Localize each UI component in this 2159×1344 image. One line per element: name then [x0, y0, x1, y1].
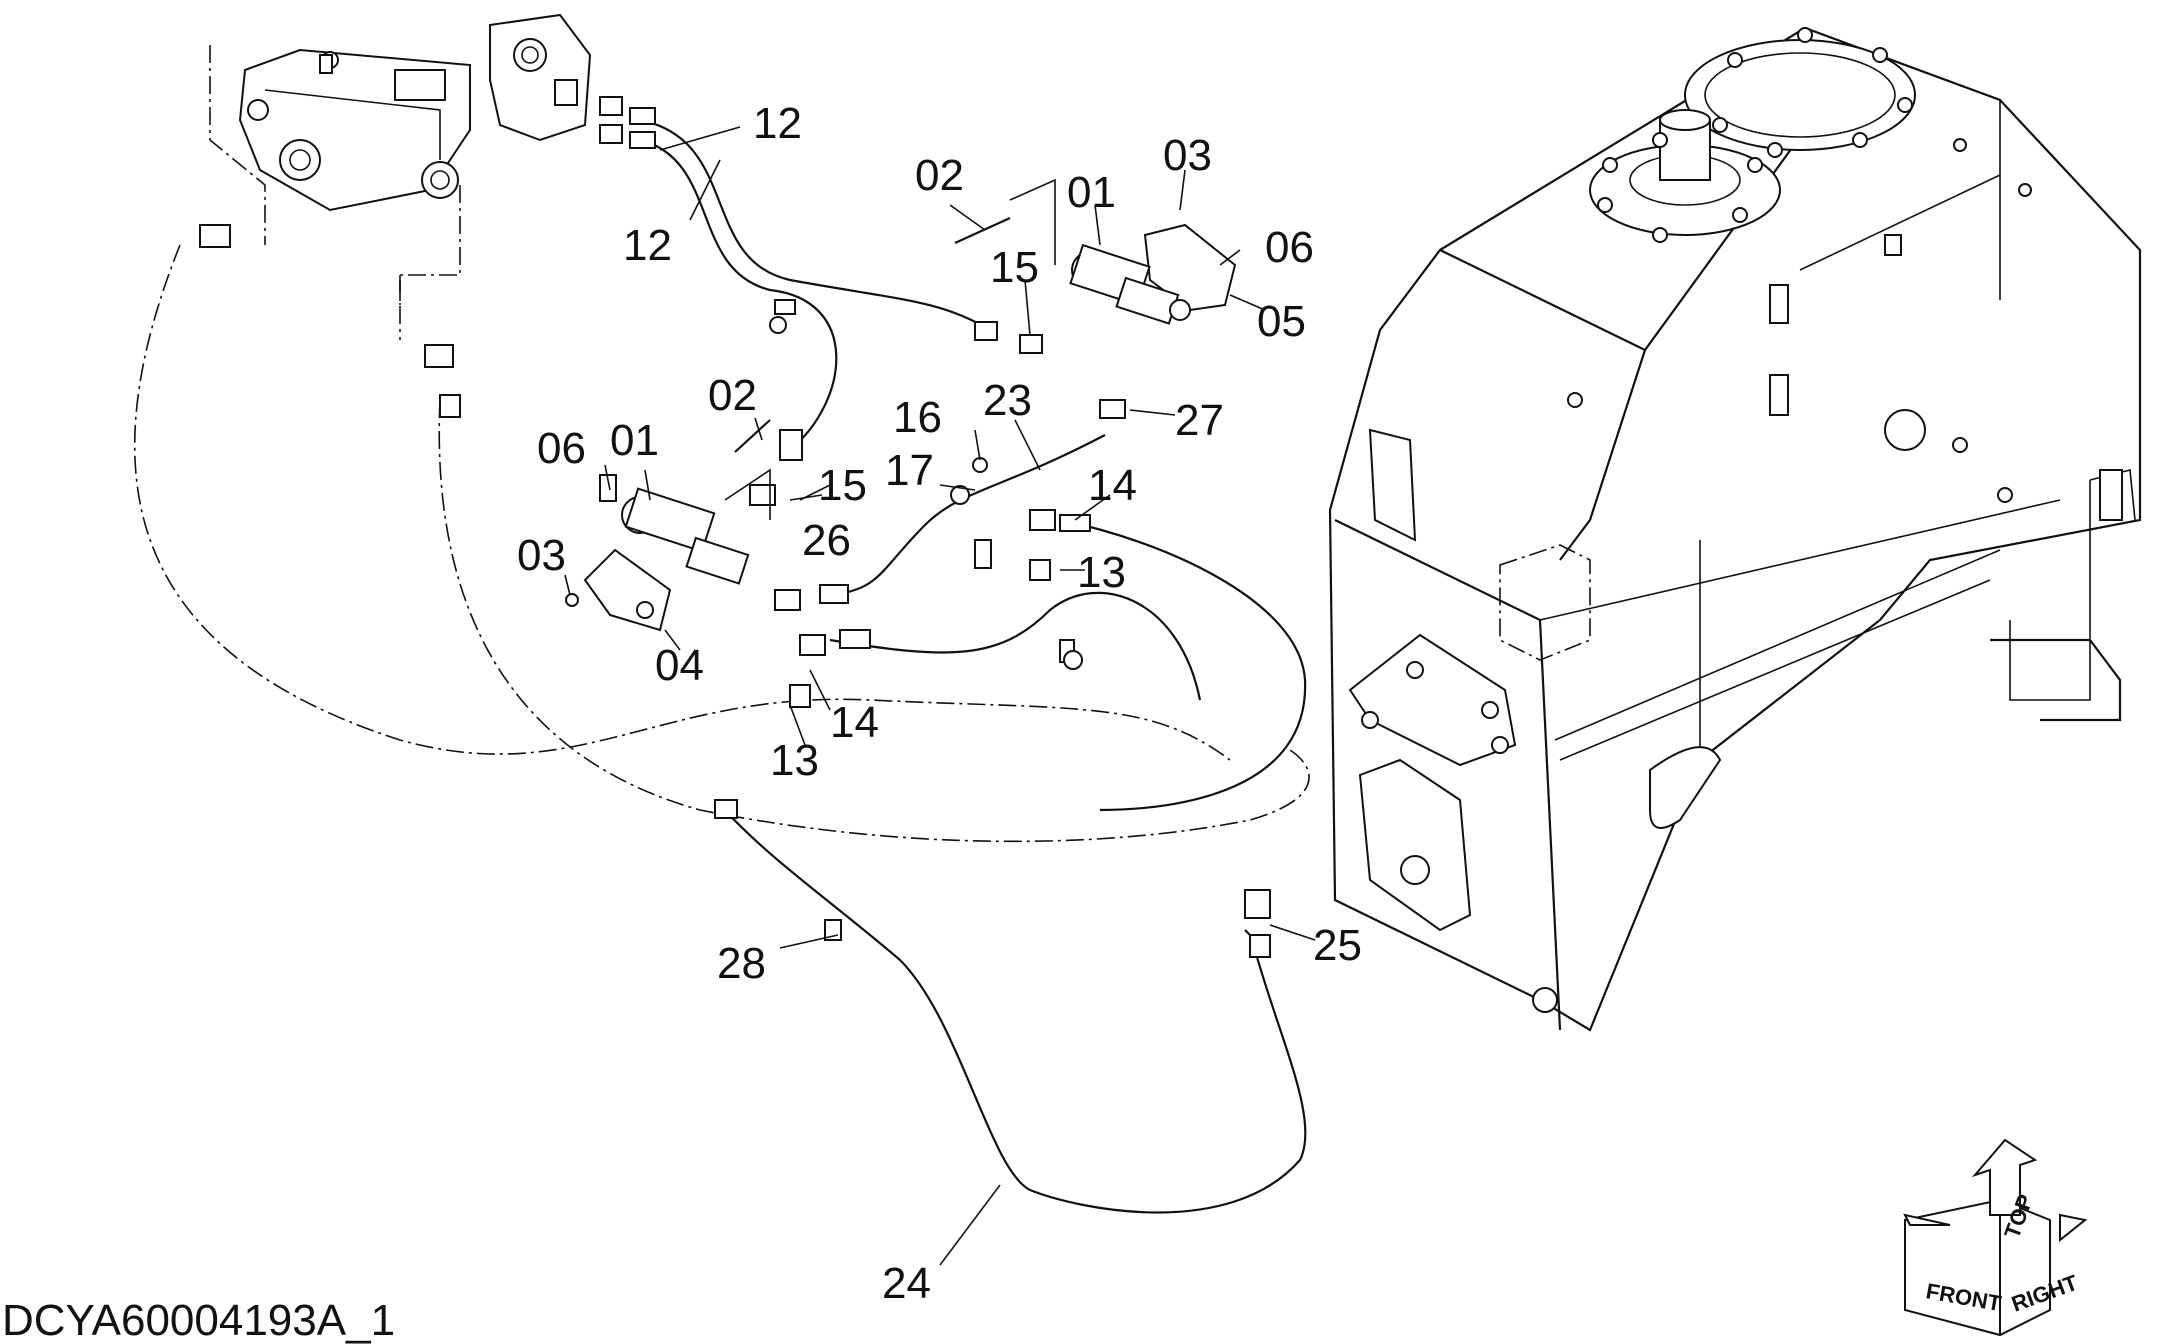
callout-01-lower: 01 [610, 416, 659, 465]
control-valve [238, 48, 471, 212]
callout-06-lower: 06 [537, 424, 586, 473]
cover-bolts [1597, 27, 1913, 243]
callout-03-lower: 03 [517, 531, 566, 580]
machine-frame [1328, 26, 2142, 1032]
dashed-boundaries [209, 45, 461, 340]
callout-12-lower: 12 [623, 221, 672, 270]
callout-14-upper: 14 [1088, 461, 1137, 510]
callout-16: 16 [893, 393, 942, 442]
orientation-indicator: TOP FRONT RIGHT [1903, 1138, 2088, 1337]
callout-23: 23 [983, 376, 1032, 425]
valve-01-lower [565, 474, 750, 632]
leader-lines [564, 126, 1316, 1266]
bolt-02-lower [734, 419, 771, 453]
callout-24: 24 [882, 1259, 931, 1308]
callout-12-upper: 12 [753, 99, 802, 148]
callout-15-upper: 15 [990, 243, 1039, 292]
callout-13-lower: 13 [770, 736, 819, 785]
callout-14-lower: 14 [830, 698, 879, 747]
callout-05: 05 [1257, 297, 1306, 346]
callout-13-upper: 13 [1077, 548, 1126, 597]
callout-28: 28 [717, 939, 766, 988]
hose-routes [134, 118, 1310, 1214]
callout-02-upper: 02 [915, 151, 964, 200]
valve-01-upper [1069, 223, 1237, 325]
drawing-code: DCYA60004193A_1 [2, 1296, 395, 1344]
bolt-02-upper [954, 216, 1011, 245]
callout-06-upper: 06 [1265, 223, 1314, 272]
callout-labels: 12 12 02 01 03 06 05 15 02 16 23 27 06 0… [517, 99, 1362, 1308]
fittings [199, 96, 1271, 958]
callout-03-upper: 03 [1163, 131, 1212, 180]
callout-26: 26 [802, 516, 851, 565]
callout-25: 25 [1313, 921, 1362, 970]
callout-04: 04 [655, 641, 704, 690]
hydraulic-pump [489, 13, 592, 142]
callout-15-lower: 15 [818, 461, 867, 510]
callout-01-upper: 01 [1067, 168, 1116, 217]
callout-02-lower: 02 [708, 371, 757, 420]
callout-27: 27 [1175, 396, 1224, 445]
callout-17: 17 [885, 446, 934, 495]
